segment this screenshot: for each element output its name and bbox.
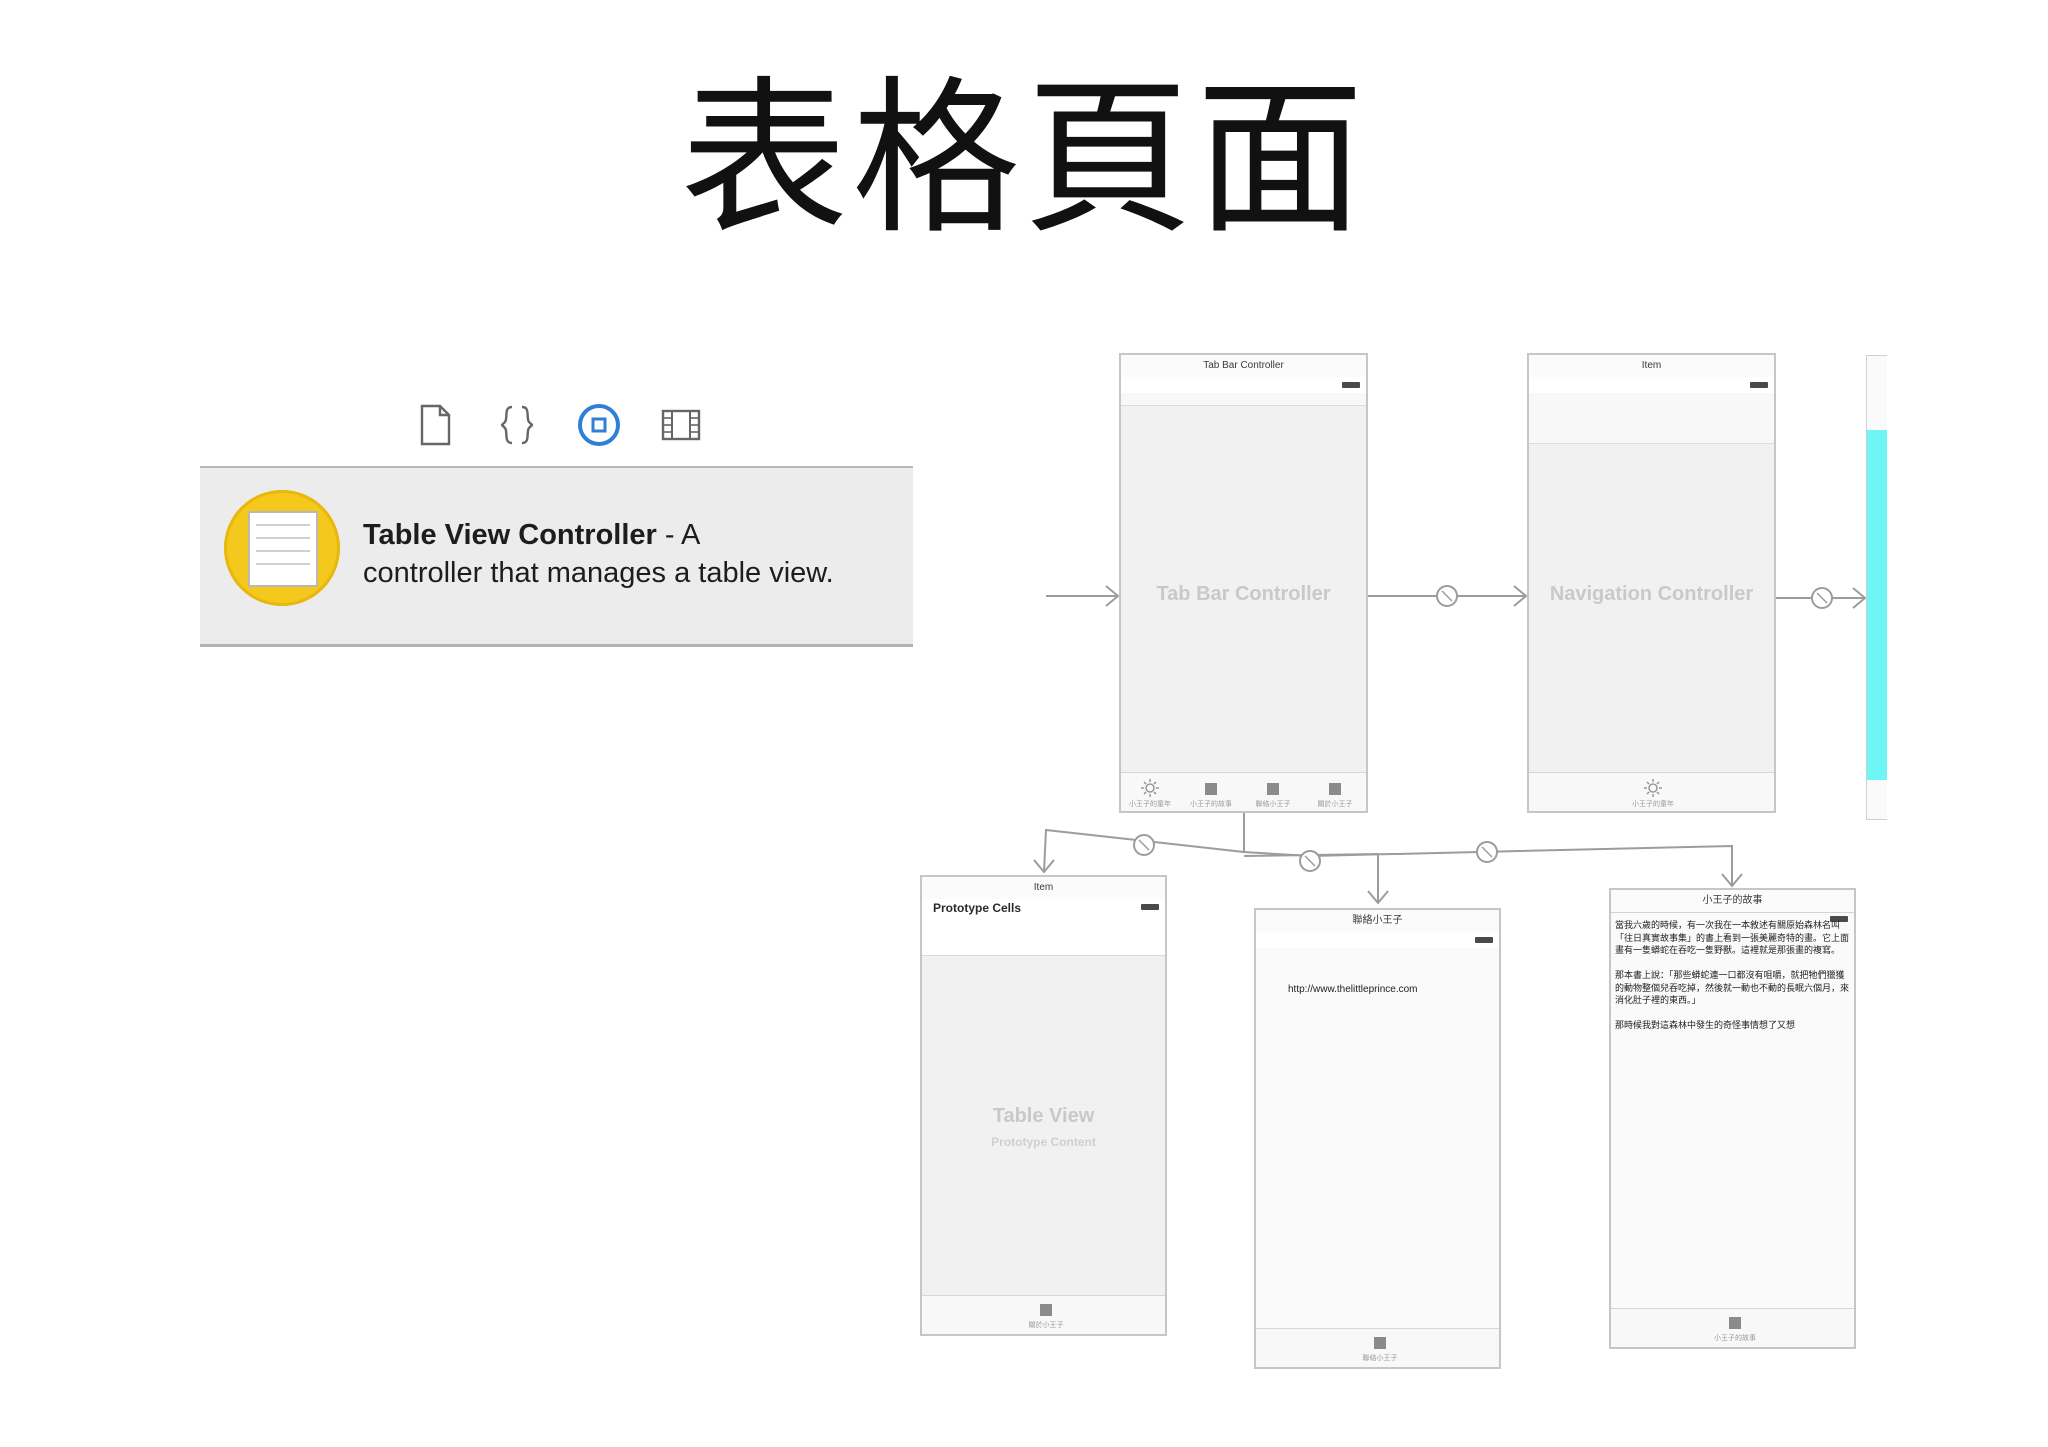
library-item-separator: - A bbox=[656, 519, 701, 551]
tab-item-label: 小王子的故事 bbox=[1714, 1335, 1756, 1342]
tab-bar: 小王子的童年 bbox=[1529, 772, 1774, 811]
battery-icon bbox=[1141, 904, 1159, 910]
navigation-controller-scene[interactable]: Item Navigation Controller 小王子的童年 bbox=[1527, 353, 1776, 813]
navigation-bar bbox=[922, 927, 1165, 956]
scene-center-label: Tab Bar Controller bbox=[1156, 583, 1331, 605]
braces-icon[interactable] bbox=[494, 402, 540, 448]
square-icon bbox=[1267, 783, 1279, 795]
tab-bar-controller-scene[interactable]: Tab Bar Controller Tab Bar Controller 小王… bbox=[1119, 353, 1368, 813]
tab-bar: 小王子的童年 小王子的故事 聯絡小王子 關於小王子 bbox=[1121, 772, 1366, 811]
tab-item[interactable]: 小王子的童年 bbox=[1120, 779, 1180, 809]
square-icon bbox=[1374, 1337, 1386, 1349]
library-item-name: Table View Controller bbox=[363, 519, 657, 551]
tab-bar: 聯絡小王子 bbox=[1256, 1328, 1499, 1367]
library-item-summary: controller that manages a table view. bbox=[363, 557, 834, 589]
scene-header: Tab Bar Controller bbox=[1121, 355, 1366, 378]
scene-header: Item bbox=[922, 877, 1165, 900]
tab-item-label: 聯絡小王子 bbox=[1255, 801, 1291, 808]
tab-item[interactable]: 聯絡小王子 bbox=[1350, 1337, 1410, 1363]
top-bar bbox=[1121, 393, 1366, 406]
tab-item[interactable]: 關於小王子 bbox=[1305, 783, 1365, 809]
battery-icon bbox=[1830, 916, 1848, 922]
sun-icon bbox=[1644, 779, 1662, 797]
tab-item-label: 關於小王子 bbox=[1317, 801, 1353, 808]
battery-icon bbox=[1750, 382, 1768, 388]
tab-item-label: 聯絡小王子 bbox=[1362, 1355, 1398, 1362]
status-bar bbox=[1529, 377, 1774, 393]
square-icon bbox=[1205, 783, 1217, 795]
contact-scene[interactable]: 聯絡小王子 http://www.thelittleprince.com 聯絡小… bbox=[1254, 908, 1501, 1369]
next-scene-partial[interactable] bbox=[1866, 355, 1887, 820]
tab-item[interactable]: 小王子的童年 bbox=[1623, 779, 1683, 809]
sun-icon bbox=[1141, 779, 1159, 797]
object-library-icon[interactable] bbox=[576, 402, 622, 448]
tab-item[interactable]: 小王子的故事 bbox=[1181, 783, 1241, 809]
square-icon bbox=[1040, 1304, 1052, 1316]
prototype-cells-row bbox=[922, 899, 1165, 927]
story-scene[interactable]: 小王子的故事 當我六歲的時候，有一次我在一本敘述有關原始森林名叫「往日真實故事集… bbox=[1609, 888, 1856, 1349]
table-view-controller-icon bbox=[224, 490, 340, 606]
tab-bar: 小王子的故事 bbox=[1611, 1308, 1854, 1347]
tab-item-label: 小王子的童年 bbox=[1129, 801, 1171, 808]
table-view-controller-scene[interactable]: Item Prototype Cells Table View Prototyp… bbox=[920, 875, 1167, 1336]
media-library-icon[interactable] bbox=[658, 402, 704, 448]
scene-header: 小王子的故事 bbox=[1611, 890, 1854, 913]
scene-header: 聯絡小王子 bbox=[1256, 910, 1499, 933]
battery-icon bbox=[1342, 382, 1360, 388]
tab-bar: 關於小王子 bbox=[922, 1295, 1165, 1334]
file-icon[interactable] bbox=[412, 402, 458, 448]
library-item-table-view-controller[interactable]: Table View Controller - A controller tha… bbox=[200, 466, 913, 647]
table-view-label: Table View bbox=[992, 1105, 1095, 1127]
library-tab-bar bbox=[405, 402, 715, 452]
tab-item[interactable]: 小王子的故事 bbox=[1705, 1317, 1765, 1343]
slide-title: 表格頁面 bbox=[680, 61, 1368, 257]
scene-center-label: Navigation Controller bbox=[1549, 583, 1754, 605]
square-icon bbox=[1729, 1317, 1741, 1329]
scene-header: Item bbox=[1529, 355, 1774, 378]
tab-item[interactable]: 聯絡小王子 bbox=[1243, 783, 1303, 809]
navigation-bar bbox=[1529, 393, 1774, 444]
tab-item-label: 關於小王子 bbox=[1028, 1322, 1064, 1329]
status-bar bbox=[1121, 377, 1366, 393]
story-text-view[interactable]: 當我六歲的時候，有一次我在一本敘述有關原始森林名叫「往日真實故事集」的書上看到一… bbox=[1615, 921, 1850, 1031]
prototype-cells-label: Prototype Cells bbox=[933, 901, 1022, 915]
square-icon bbox=[1329, 783, 1341, 795]
url-label: http://www.thelittleprince.com bbox=[1288, 984, 1418, 995]
tab-item-label: 小王子的童年 bbox=[1632, 801, 1674, 808]
highlighted-view bbox=[1867, 430, 1887, 780]
tab-item[interactable]: 關於小王子 bbox=[1016, 1304, 1076, 1330]
status-bar bbox=[1256, 932, 1499, 948]
library-item-description: Table View Controller - A controller tha… bbox=[363, 516, 893, 592]
tab-item-label: 小王子的故事 bbox=[1190, 801, 1232, 808]
prototype-content-label: Prototype Content bbox=[991, 1135, 1096, 1149]
battery-icon bbox=[1475, 937, 1493, 943]
